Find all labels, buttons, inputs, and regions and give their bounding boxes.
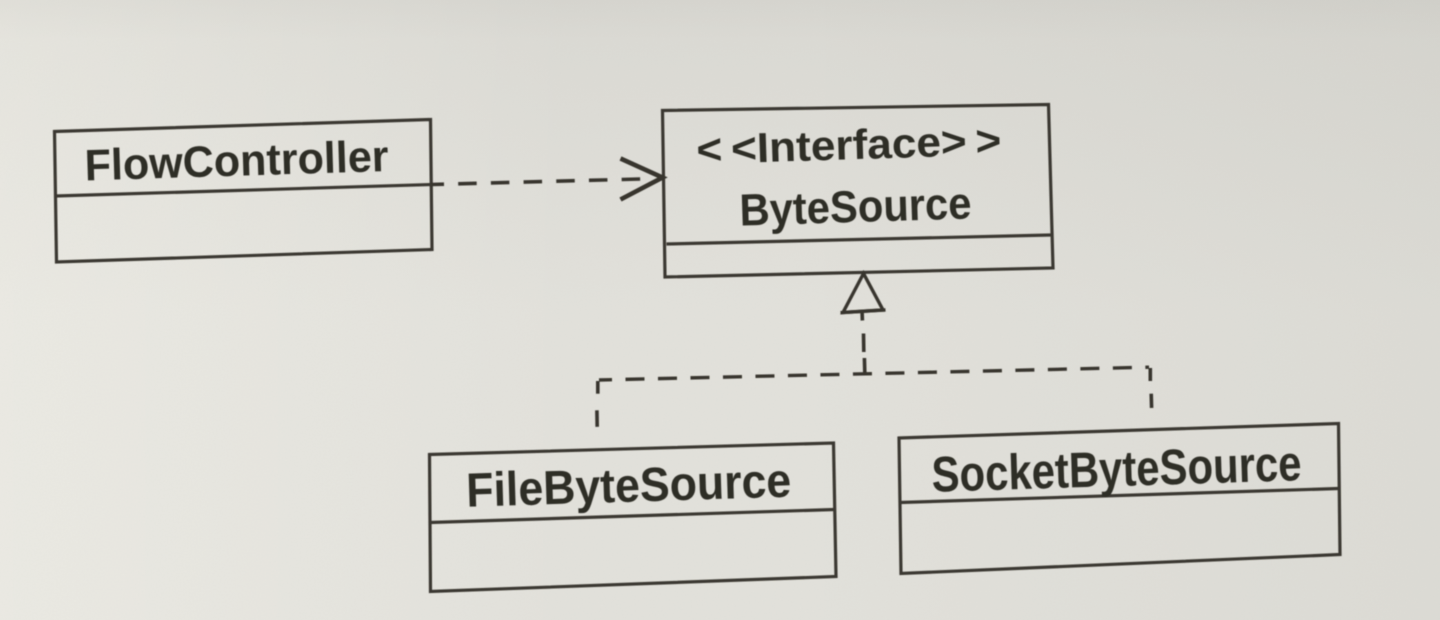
svg-text:< <Interface> >: < <Interface> > bbox=[696, 117, 1002, 174]
svg-text:FlowController: FlowController bbox=[84, 132, 389, 191]
svg-text:FileByteSource: FileByteSource bbox=[465, 455, 792, 518]
svg-text:ByteSource: ByteSource bbox=[739, 177, 972, 235]
svg-text:SocketByteSource: SocketByteSource bbox=[931, 435, 1303, 503]
